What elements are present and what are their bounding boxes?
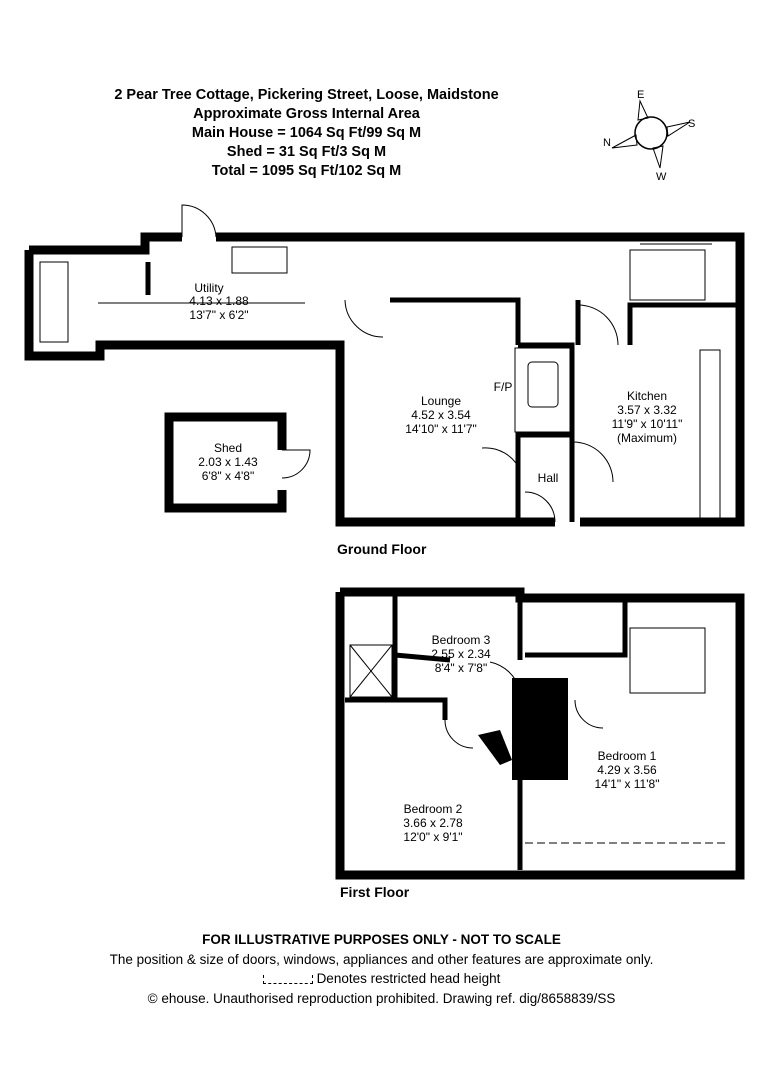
- first-floor-plan: [335, 587, 745, 880]
- compass-north: N: [603, 137, 611, 149]
- property-title: 2 Pear Tree Cottage, Pickering Street, L…: [114, 87, 499, 103]
- restricted-height-swatch: [262, 974, 313, 984]
- first-floor-label: First Floor: [340, 884, 410, 900]
- bedroom2-imperial: 12'0" x 9'1": [403, 830, 462, 844]
- shed-imperial: 6'8" x 4'8": [202, 469, 254, 483]
- ground-floor-label: Ground Floor: [337, 541, 427, 557]
- compass-icon: E S N W: [603, 89, 695, 183]
- accuracy-note: The position & size of doors, windows, a…: [109, 951, 654, 967]
- legend-text: Denotes restricted head height: [316, 971, 501, 986]
- utility-name: Utility: [194, 281, 223, 295]
- disclaimer: FOR ILLUSTRATIVE PURPOSES ONLY - NOT TO …: [202, 932, 561, 947]
- bedroom2-metric: 3.66 x 2.78: [403, 816, 463, 830]
- shed-name: Shed: [214, 441, 242, 455]
- room-labels: Utility 4.13 x 1.88 13'7" x 6'2" Lounge …: [189, 281, 682, 900]
- lounge-metric: 4.52 x 3.54: [411, 408, 471, 422]
- utility-metric: 4.13 x 1.88: [189, 294, 249, 308]
- bedroom3-name: Bedroom 3: [432, 633, 491, 647]
- bedroom3-imperial: 8'4" x 7'8": [435, 661, 487, 675]
- bedroom2-name: Bedroom 2: [404, 802, 463, 816]
- bedroom1-metric: 4.29 x 3.56: [597, 763, 657, 777]
- legend: Denotes restricted head height: [0, 969, 763, 989]
- bedroom1-imperial: 14'1" x 11'8": [595, 777, 660, 791]
- area-subtitle: Approximate Gross Internal Area: [193, 106, 420, 122]
- total-area: Total = 1095 Sq Ft/102 Sq M: [211, 163, 402, 179]
- chimney-breast: [512, 678, 568, 780]
- copyright: © ehouse. Unauthorised reproduction proh…: [147, 990, 616, 1006]
- compass-east: E: [637, 89, 644, 101]
- shed-metric: 2.03 x 1.43: [198, 455, 258, 469]
- fireplace-label: F/P: [494, 380, 513, 394]
- lounge-name: Lounge: [421, 394, 461, 408]
- plan-header: 2 Pear Tree Cottage, Pickering Street, L…: [0, 86, 763, 181]
- compass-south: S: [688, 118, 695, 130]
- kitchen-metric: 3.57 x 3.32: [617, 403, 677, 417]
- utility-imperial: 13'7" x 6'2": [189, 308, 248, 322]
- main-house-area: Main House = 1064 Sq Ft/99 Sq M: [191, 125, 422, 141]
- plan-footer: FOR ILLUSTRATIVE PURPOSES ONLY - NOT TO …: [0, 930, 763, 1008]
- bedroom1-name: Bedroom 1: [598, 749, 657, 763]
- kitchen-name: Kitchen: [627, 389, 667, 403]
- hall-name: Hall: [538, 471, 559, 485]
- shed-plan: [164, 412, 311, 513]
- ground-floor-plan: [24, 204, 745, 527]
- kitchen-imperial: 11'9" x 10'11": [612, 417, 683, 431]
- shed-area: Shed = 31 Sq Ft/3 Sq M: [226, 144, 387, 160]
- bedroom3-metric: 2.55 x 2.34: [431, 647, 491, 661]
- lounge-imperial: 14'10" x 11'7": [405, 422, 477, 436]
- compass-west: W: [656, 171, 667, 183]
- kitchen-note: (Maximum): [617, 431, 677, 445]
